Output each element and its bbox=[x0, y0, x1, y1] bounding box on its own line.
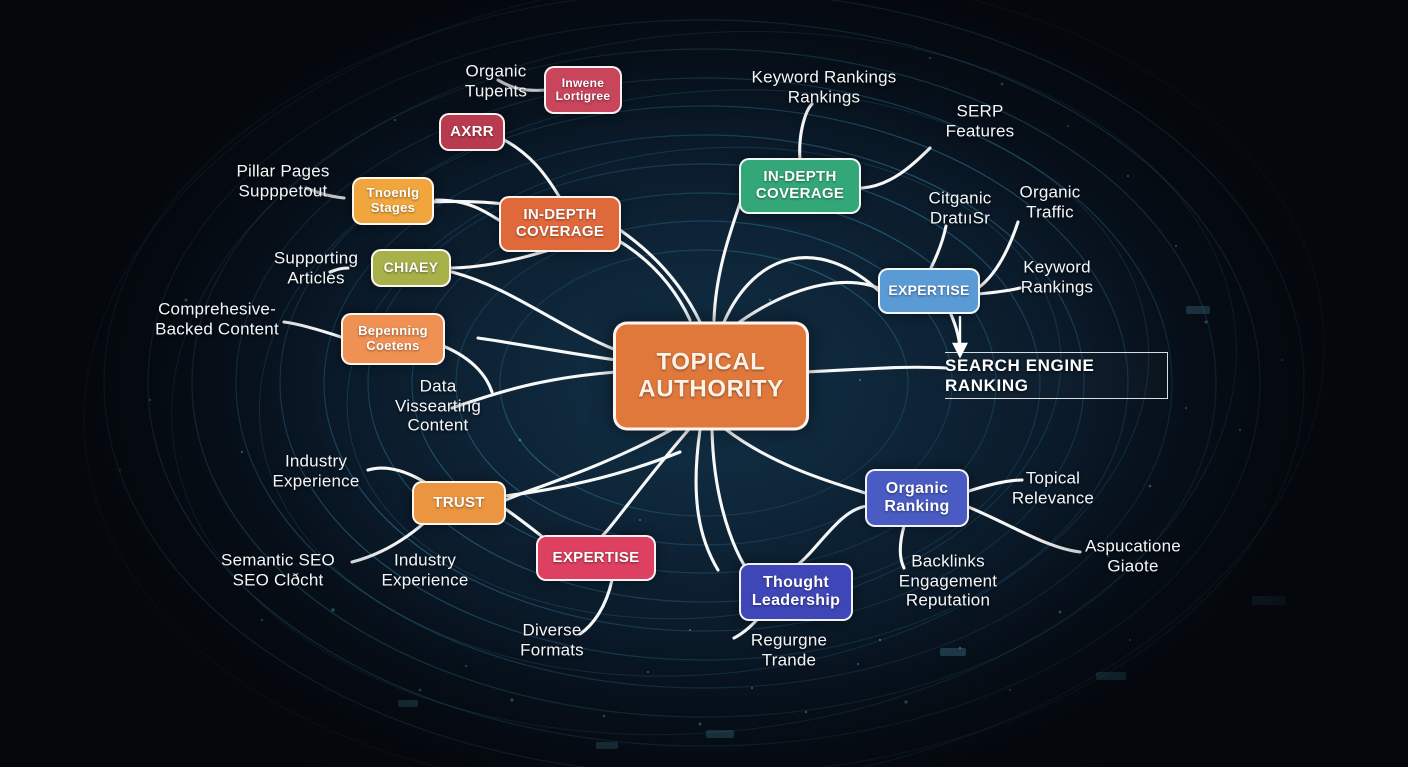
leaf-label-l-industry-exp-2: Industry Experience bbox=[381, 550, 469, 589]
node-n-chiaey[interactable]: CHIAEY bbox=[371, 249, 451, 287]
leaf-label-l-serp-features: SERP Features bbox=[945, 101, 1015, 140]
node-label: IN-DEPTH COVERAGE bbox=[755, 168, 845, 202]
node-n-organic-rank[interactable]: Organic Ranking bbox=[865, 469, 969, 527]
leaf-label-l-comprehensive: Comprehesive- Backed Content bbox=[155, 299, 279, 338]
node-label: CHIAEY bbox=[383, 259, 439, 276]
leaf-label-l-semantic-seo: Semantic SEO SEO Clðcht bbox=[221, 550, 335, 589]
leaf-label-l-topical-relevance: Topical Relevance bbox=[1011, 468, 1095, 507]
node-label: Thought Leadership bbox=[751, 574, 841, 609]
leaf-label-l-organic-traffic: Organic Traffic bbox=[1019, 182, 1081, 221]
node-label: Tnoenlg Stages bbox=[366, 185, 420, 215]
node-label: EXPERTISE bbox=[552, 548, 640, 566]
leaf-label-l-pillar-pages: Pillar Pages Supppetout bbox=[236, 161, 330, 200]
node-n-tnoenlg[interactable]: Tnoenlg Stages bbox=[352, 177, 434, 225]
leaf-label-l-backlinks: Backlinks Engagement Reputation bbox=[898, 551, 998, 610]
leaf-label-l-data-viz: Data Vissearting Content bbox=[395, 376, 481, 435]
leaf-label-l-aspucatione: Aspucatione Giaote bbox=[1085, 536, 1181, 575]
node-label: TRUST bbox=[433, 493, 485, 511]
search-engine-ranking-box: SEARCH ENGINE RANKING bbox=[945, 352, 1168, 399]
center-node-topical-authority[interactable]: TOPICAL AUTHORITY bbox=[613, 321, 809, 431]
node-label: IN-DEPTH COVERAGE bbox=[515, 206, 605, 240]
leaf-label-l-industry-exp-1: Industry Experience bbox=[272, 451, 360, 490]
node-n-expertise-red[interactable]: EXPERTISE bbox=[536, 535, 656, 581]
node-label: Bepenning Coetens bbox=[358, 323, 428, 353]
node-n-indepth-green[interactable]: IN-DEPTH COVERAGE bbox=[739, 158, 861, 214]
center-node-label: TOPICAL AUTHORITY bbox=[638, 348, 784, 402]
node-n-expertise-blue[interactable]: EXPERTISE bbox=[878, 268, 980, 314]
leaf-label-l-citganic-dratisr: Citganic DratııSr bbox=[928, 188, 992, 227]
leaf-label-l-diverse-formats: Diverse Formats bbox=[520, 620, 584, 659]
node-n-inwene[interactable]: Inwene Lortigree bbox=[544, 66, 622, 114]
node-n-trust[interactable]: TRUST bbox=[412, 481, 506, 525]
leaf-label-l-keyword-rankings-2: Keyword Rankings bbox=[1020, 257, 1094, 296]
node-label: EXPERTISE bbox=[888, 282, 970, 299]
leaf-label-l-keyword-rankings-1: Keyword Rankings Rankings bbox=[751, 67, 897, 106]
node-n-axrr[interactable]: AXRR bbox=[439, 113, 505, 151]
node-label: Organic Ranking bbox=[884, 480, 950, 515]
leaf-label-l-regurgne: Regurgne Trande bbox=[750, 630, 828, 669]
node-label: AXRR bbox=[450, 122, 494, 140]
leaf-label-l-supporting-art: Supporting Articles bbox=[273, 248, 359, 287]
node-n-indepth-left[interactable]: IN-DEPTH COVERAGE bbox=[499, 196, 621, 252]
node-n-thought[interactable]: Thought Leadership bbox=[739, 563, 853, 621]
leaf-label-l-organic-tupents: Organic Tupents bbox=[464, 61, 528, 100]
node-n-bepenning[interactable]: Bepenning Coetens bbox=[341, 313, 445, 365]
node-label: Inwene Lortigree bbox=[555, 75, 611, 103]
search-engine-ranking-label: SEARCH ENGINE RANKING bbox=[945, 355, 1095, 395]
